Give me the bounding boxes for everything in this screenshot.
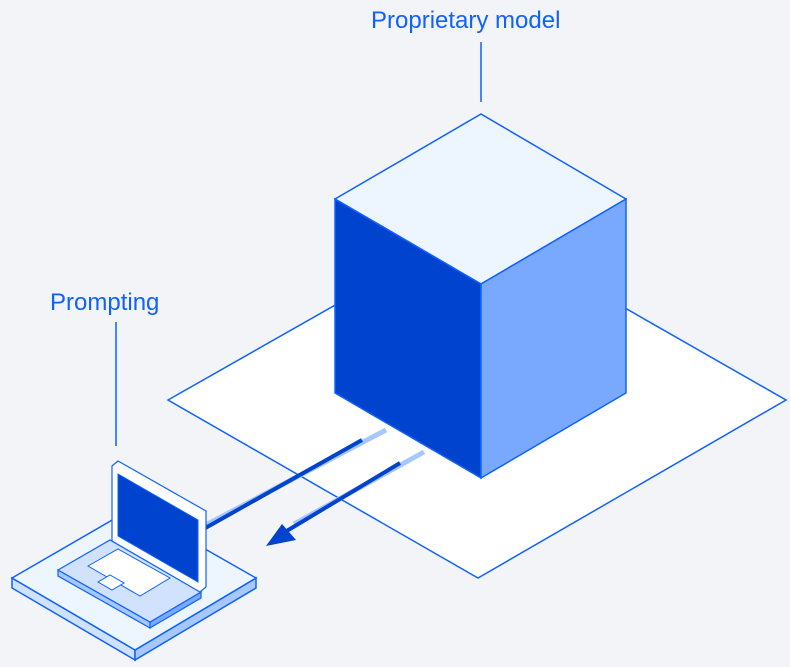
prompting-label: Prompting: [50, 289, 160, 316]
cube-side-face: [480, 197, 627, 480]
cube-icon: [333, 113, 628, 480]
laptop-screen: [117, 473, 199, 583]
arrow-dark-line-1: [199, 438, 363, 533]
model-label: Proprietary model: [371, 7, 561, 34]
laptop-touchpad: [97, 574, 125, 591]
arrow-dark-line-2: [283, 461, 402, 534]
arrow-head: [266, 524, 296, 546]
data-flow-arrows: [198, 427, 426, 546]
laptop-keyboard: [86, 548, 171, 597]
laptop-icon: [10, 460, 258, 662]
